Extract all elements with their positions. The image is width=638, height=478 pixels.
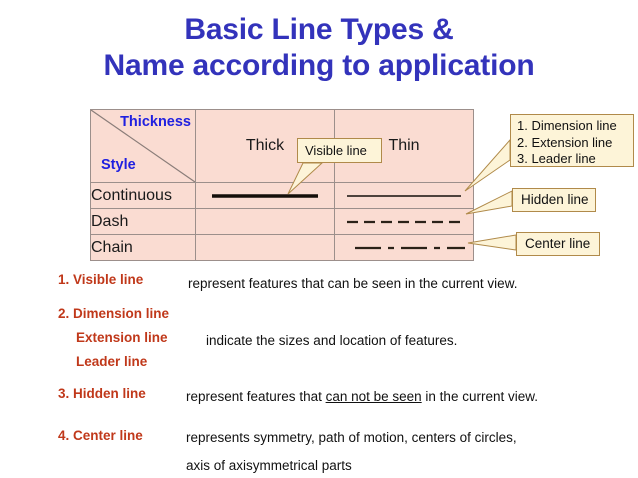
callout-visible-line: Visible line [297,138,382,163]
table-header-row: Thickness Style Thick Thin [90,109,474,183]
callout-dimension-item-2: 2. Extension line [517,134,613,150]
center-line-tail-icon [467,234,517,251]
page-title: Basic Line Types & Name according to app… [0,12,638,84]
thick-solid-line-icon [212,194,318,198]
sample-dash-thin [334,208,474,235]
callout-center-line: Center line [516,232,600,256]
row-label-chain: Chain [90,234,196,261]
definition-term-center-line: 4. Center line [58,428,143,443]
header-thickness-label: Thickness [120,114,191,130]
callout-dimension-item-1: 1. Dimension line [517,118,617,133]
definition-desc-hidden-after: in the current view. [421,389,538,404]
sample-continuous-thin [334,182,474,209]
definition-term-leader-line: Leader line [76,354,148,369]
sample-continuous-thick [195,182,335,209]
table-row: Chain [90,234,474,261]
thin-chain-line-icon [355,246,465,250]
definition-term-visible-line: 1. Visible line [58,272,144,287]
definition-desc-hidden-line: represent features that can not be seen … [186,389,538,404]
page-title-line-2: Name according to application [103,49,535,82]
definition-term-hidden-line: 3. Hidden line [58,386,146,401]
table-row: Dash [90,208,474,235]
definition-desc-visible-line: represent features that can be seen in t… [188,276,518,291]
definition-desc-center-line-1: represents symmetry, path of motion, cen… [186,430,517,445]
definition-desc-hidden-underlined: can not be seen [325,389,422,404]
definition-desc-dimension-line: indicate the sizes and location of featu… [206,333,458,348]
callout-dimension-item-3: 3. Leader line [517,151,596,166]
thin-dashed-line-icon [347,220,463,224]
callout-dimension-lines: 1. Dimension line 2. Extension line 3. L… [510,114,634,167]
table-row: Continuous [90,182,474,209]
row-label-dash: Dash [90,208,196,235]
definition-term-extension-line: Extension line [76,330,168,345]
header-corner-cell: Thickness Style [90,109,196,183]
definition-term-dimension-line: 2. Dimension line [58,306,170,321]
header-style-label: Style [101,157,136,173]
row-label-continuous: Continuous [90,182,196,209]
sample-chain-thick [195,234,335,261]
sample-chain-thin [334,234,474,261]
sample-dash-thick [195,208,335,235]
line-types-table: Thickness Style Thick Thin Continuous Da… [90,109,474,261]
definition-desc-hidden-before: represent features that [186,389,326,404]
page-title-line-1: Basic Line Types & [184,13,454,46]
callout-hidden-line: Hidden line [512,188,596,212]
definition-desc-center-line-2: axis of axisymmetrical parts [186,458,352,473]
thin-solid-line-icon [347,195,461,197]
